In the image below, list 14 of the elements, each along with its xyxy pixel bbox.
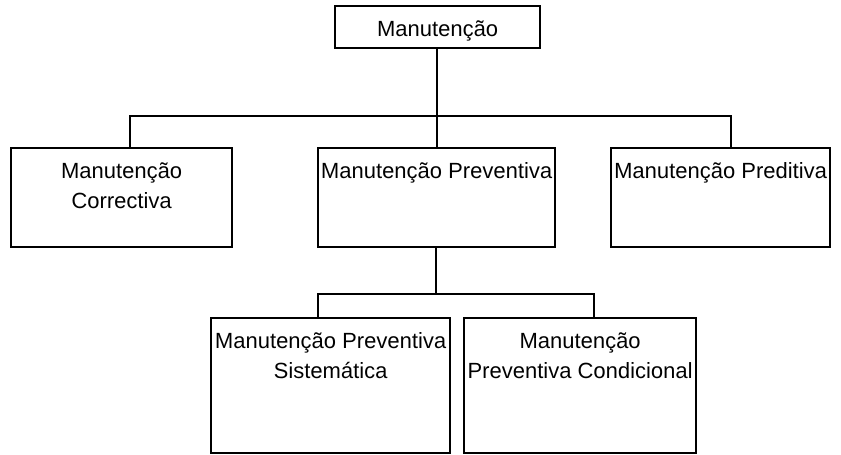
process-box: [10, 147, 233, 248]
process-box: [334, 5, 541, 49]
node-label: Manutenção Correctiva: [60, 157, 184, 215]
node-label: Manutenção: [376, 15, 498, 43]
process-box: [210, 317, 451, 454]
node-label: Manutenção Preventiva Sistemática: [214, 327, 448, 385]
connector-line: [435, 248, 595, 317]
process-box: [317, 147, 556, 248]
process-box: [610, 147, 831, 248]
node-label: Manutenção Preventiva: [320, 157, 552, 185]
node-label: Manutenção Preventiva Condicional: [466, 327, 694, 385]
node-label: Manutenção Preditiva: [614, 157, 827, 185]
connector-line: [436, 49, 732, 147]
process-box: [463, 317, 697, 454]
